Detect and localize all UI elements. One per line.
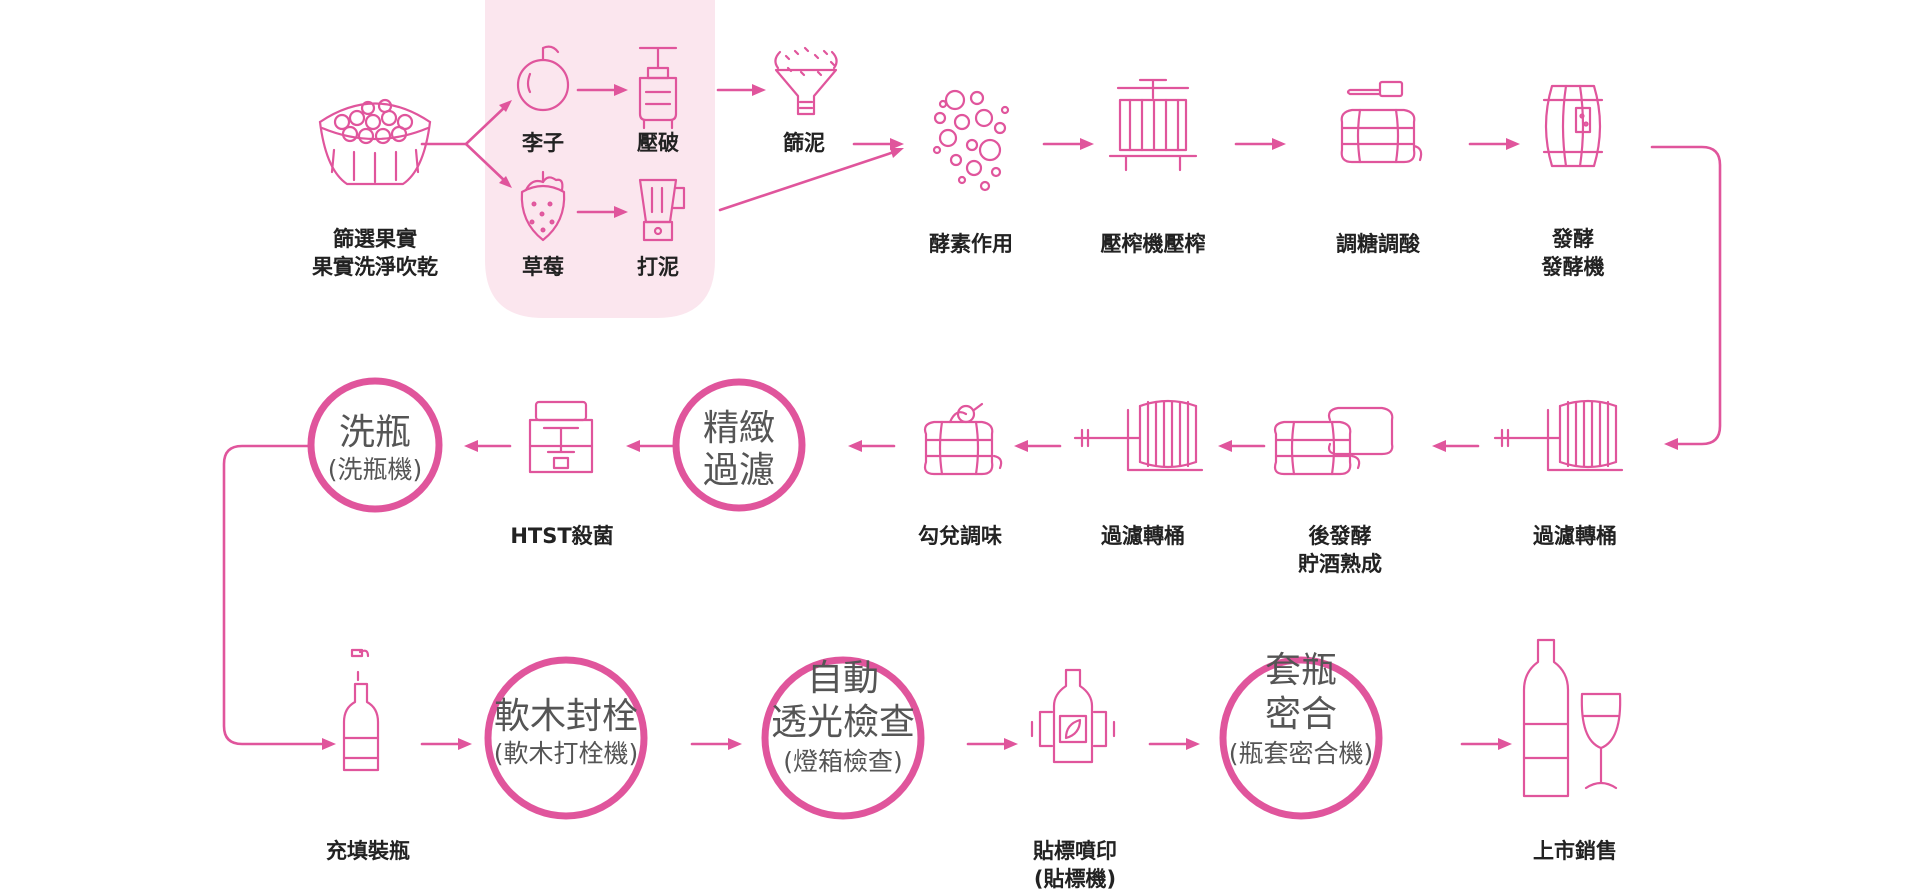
aging-barrels-icon xyxy=(1273,406,1394,476)
sieve-funnel-icon xyxy=(774,46,838,116)
plum-icon xyxy=(516,45,570,112)
ring-cork: 軟木封栓 xyxy=(494,696,638,737)
blending-barrel-icon xyxy=(923,402,1003,476)
fill-bottle-icon xyxy=(342,648,380,772)
label-fermenter: 發酵機 xyxy=(1541,255,1605,279)
ring-sleeve-machine: (瓶套密合機) xyxy=(1229,739,1374,768)
strawberry-icon xyxy=(520,170,566,242)
label-enzyme: 酵素作用 xyxy=(929,232,1013,256)
fruit-basket-icon xyxy=(318,98,432,186)
fermenter-barrel-icon xyxy=(1542,84,1604,168)
label-blend: 勾兌調味 xyxy=(918,524,1002,548)
wash-bottle-ring xyxy=(307,377,443,513)
label-puree: 打泥 xyxy=(637,255,679,279)
htst-sterilizer-icon xyxy=(528,400,594,474)
sleeve-ring xyxy=(1219,656,1383,820)
label-aging: 貯酒熟成 xyxy=(1298,552,1382,576)
ring-sleeve-1: 套瓶 xyxy=(1265,650,1337,691)
label-ferment: 發酵 xyxy=(1551,227,1594,251)
ring-inspect-machine: (燈箱檢查) xyxy=(783,747,903,776)
label-post-ferment: 後發酵 xyxy=(1309,524,1372,548)
label-sugar-acid: 調糖調酸 xyxy=(1336,232,1421,256)
fine-filter-ring xyxy=(672,378,806,512)
enzyme-bubbles-icon xyxy=(932,89,1010,192)
filter-tank-icon-2 xyxy=(1073,399,1204,472)
label-wash-dry: 果實洗淨吹乾 xyxy=(312,255,438,279)
label-filter-tank-1: 過濾轉桶 xyxy=(1533,524,1617,548)
cork-ring xyxy=(484,656,648,820)
crusher-press-icon xyxy=(638,46,678,130)
label-press: 壓榨機壓榨 xyxy=(1101,232,1206,256)
label-sale: 上市銷售 xyxy=(1533,839,1617,863)
ring-wash-bottle-machine: (洗瓶機) xyxy=(328,455,423,484)
wine-bottle-glass-icon xyxy=(1522,638,1622,798)
ring-wash-bottle: 洗瓶 xyxy=(339,412,411,453)
ring-fine-filter-2: 過濾 xyxy=(703,450,775,491)
label-strawberry: 草莓 xyxy=(522,255,564,279)
wine-press-icon xyxy=(1108,78,1198,172)
label-fill: 充填裝瓶 xyxy=(326,839,410,863)
fruit-branch-highlight xyxy=(485,0,715,318)
ring-inspect-1: 自動 xyxy=(807,658,879,699)
label-filter-tank-2: 過濾轉桶 xyxy=(1101,524,1185,548)
blender-icon xyxy=(638,178,686,242)
label-labeler: (貼標機) xyxy=(1034,867,1116,891)
ring-sleeve-2: 密合 xyxy=(1265,694,1337,735)
barrel-spoon-icon xyxy=(1340,80,1423,164)
ring-fine-filter-1: 精緻 xyxy=(703,408,775,449)
label-plum: 李子 xyxy=(521,131,564,155)
filter-tank-icon xyxy=(1493,399,1624,472)
label-htst: HTST殺菌 xyxy=(510,524,613,548)
label-sieve: 篩泥 xyxy=(783,131,825,155)
label-crush: 壓破 xyxy=(637,131,679,155)
label-select-fruit: 篩選果實 xyxy=(333,227,417,251)
inspect-ring xyxy=(761,656,925,820)
ring-cork-machine: (軟木打栓機) xyxy=(494,739,639,768)
label-printer-icon xyxy=(1030,668,1116,764)
ring-inspect-2: 透光檢查 xyxy=(771,702,915,743)
flow-arrows xyxy=(222,84,1722,750)
label-labeling: 貼標噴印 xyxy=(1033,839,1117,863)
